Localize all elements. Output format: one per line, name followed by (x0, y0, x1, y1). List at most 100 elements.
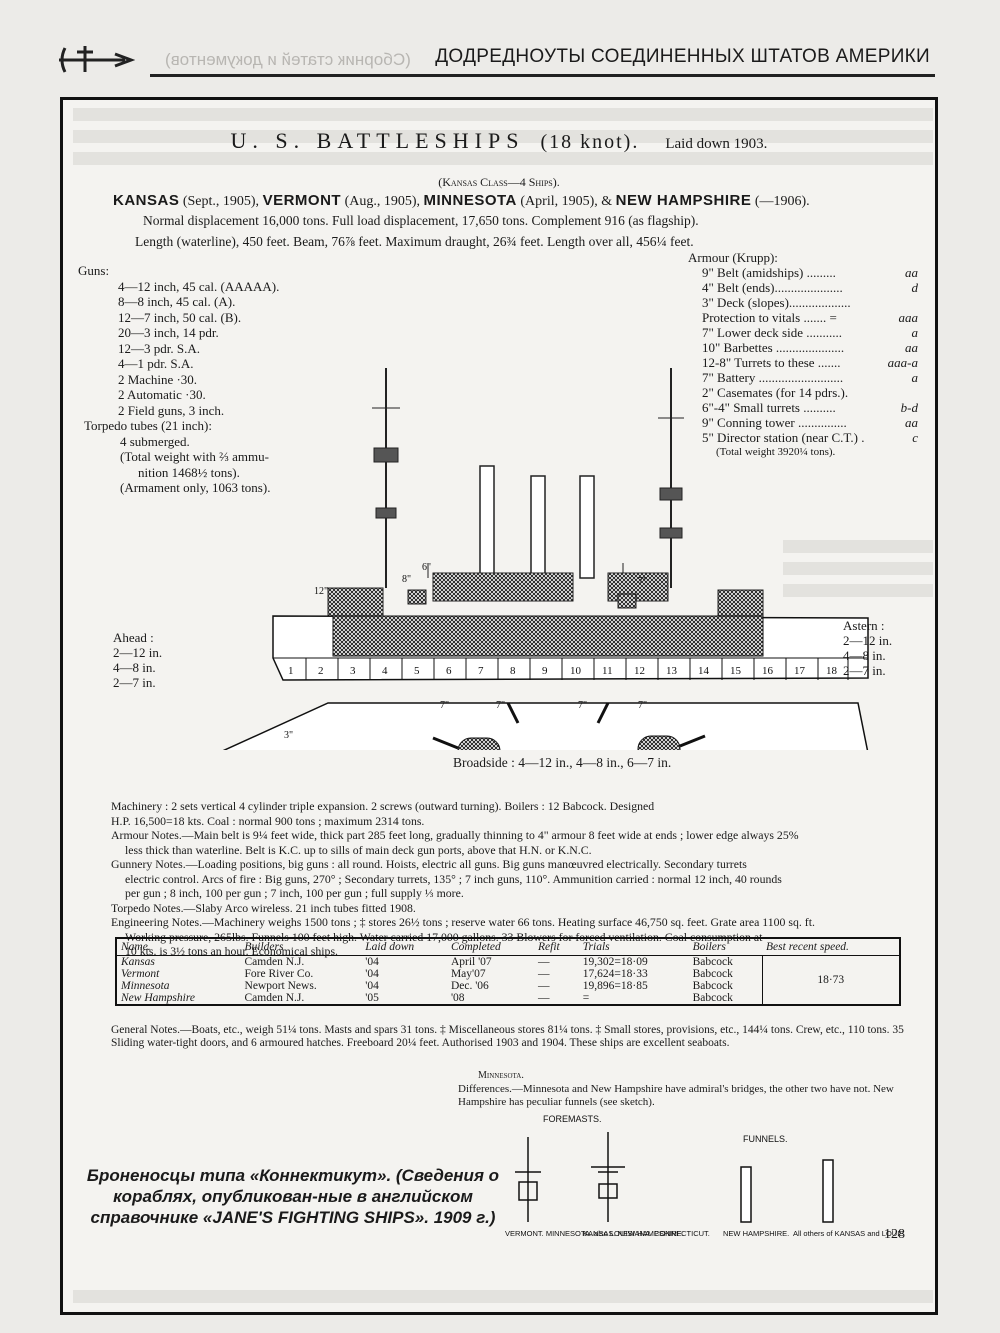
gun-barrels (432, 702, 706, 750)
torpedo-row: nition 1468½ tons). (138, 464, 240, 480)
compartment-number: 10 (570, 665, 582, 677)
gun-label: 7" (496, 700, 505, 711)
funnel-icon (479, 465, 495, 579)
table-header: Builders (240, 939, 362, 956)
torpedo-row: (Armament only, 1063 tons). (120, 480, 271, 495)
technical-notes: Machinery : 2 sets vertical 4 cylinder t… (111, 799, 911, 960)
figure-caption: Броненосцы типа «Коннектикут». (Сведения… (86, 1166, 500, 1227)
armour-belt (332, 615, 764, 657)
broadside-line: Broadside : 4—12 in., 4—8 in., 6—7 in. (453, 755, 672, 770)
gun-label: 6" (422, 562, 431, 573)
table-header: Completed (446, 939, 535, 956)
compartment-number: 12 (634, 665, 645, 677)
machinery-note: H.P. 16,500=18 kts. Coal : normal 900 to… (111, 813, 425, 828)
sketch-label: FOREMASTS. (543, 1114, 602, 1124)
compartment-number: 11 (602, 665, 613, 677)
table-header: Best recent speed. (762, 939, 899, 956)
sketch-caption: VERMONT. MINNESOTA. also LOUISIANA. CONN… (505, 1229, 710, 1238)
machinery-note: Machinery : 2 sets vertical 4 cylinder t… (111, 799, 655, 813)
ship-date: (Aug., 1905), (344, 194, 420, 209)
astern-heading: Astern : (843, 618, 885, 633)
compartment-number: 17 (794, 665, 806, 677)
compartment-numbers: 1 2 3 4 5 6 7 8 9 10 11 12 13 14 15 16 1… (288, 665, 838, 677)
gun-row: 2 Automatic ·30. (118, 387, 206, 402)
torpedo-row: 4 submerged. (120, 433, 190, 449)
funnel-icon (579, 475, 595, 579)
ahead-heading: Ahead : (113, 630, 154, 645)
ship-name: KANSAS (113, 192, 180, 209)
deck-plan-outline (222, 702, 869, 750)
foremasts-and-funnels-sketch: FOREMASTS. FUNNELS. VERMONT. MINNESOTA. … (505, 1114, 903, 1238)
funnel-icon (530, 475, 546, 579)
length-line: Length (waterline), 450 feet. Beam, 76⅞ … (135, 234, 694, 249)
ship-names-line: KANSAS (Sept., 1905), VERMONT (Aug., 190… (113, 192, 903, 210)
table-header: Refit (534, 939, 579, 956)
main-title: U. S. BATTLESHIPS (18 knot). Laid down 1… (63, 128, 935, 154)
armour-row: 3" Deck (slopes)................... (702, 295, 851, 310)
gun-label: 12" (314, 586, 328, 597)
foremast-icon (372, 368, 400, 588)
gun-row: 20—3 inch, 14 pdr. (118, 325, 219, 340)
gun-label: 7" (578, 700, 587, 711)
class-line: (Kansas Class—4 Ships). (438, 175, 560, 189)
compartment-number: 13 (666, 665, 678, 677)
page-number: 128 (884, 1227, 905, 1242)
gunnery-note: electric control. Arcs of fire : Big gun… (125, 871, 782, 886)
gun-row: 4—1 pdr. S.A. (118, 356, 194, 371)
title-main: U. S. BATTLESHIPS (230, 128, 525, 153)
armour-row: 7" Battery ..........................a (702, 370, 918, 385)
ahead-fire: Ahead : 2—12 in. 4—8 in. 2—7 in. (113, 630, 162, 690)
header-rule (150, 74, 935, 77)
gun-label: 7" (638, 576, 647, 587)
armour-row: 7" Lower deck side ...........a (702, 325, 918, 340)
guns-block: Guns: 4—12 inch, 45 cal. (AAAAA). 8—8 in… (78, 263, 338, 496)
astern-row: 2—7 in. (843, 663, 886, 678)
table-header: Laid down (361, 939, 447, 956)
gunnery-note: Gunnery Notes.—Loading positions, big gu… (111, 857, 747, 871)
compartment-number: 1 (288, 665, 294, 677)
guns-heading: Guns: (78, 263, 110, 278)
armour-note: less thick than waterline. Belt is K.C. … (125, 842, 592, 857)
compartment-number: 3 (350, 665, 356, 677)
gun-row: 12—7 inch, 50 cal. (B). (118, 309, 242, 325)
armour-block: Armour (Krupp): 9" Belt (amidships) ....… (688, 250, 918, 460)
gun-label: 8" (402, 574, 411, 585)
differences-note: Differences.—Minnesota and New Hampshire… (458, 1083, 894, 1108)
ship-name: NEW HAMPSHIRE (615, 192, 752, 209)
gun-row: 2 Field guns, 3 inch. (118, 402, 225, 418)
gun-label: 7" (638, 700, 647, 711)
armour-row: 5" Director station (near C.T.) .c (702, 430, 918, 445)
sketch-label: FUNNELS. (743, 1134, 788, 1144)
foremast-sketch-icon (515, 1132, 625, 1222)
compartment-number: 14 (698, 665, 710, 677)
compartment-number: 8 (510, 665, 516, 677)
ship-date: (—1906). (754, 194, 810, 209)
astern-fire: Astern : 2—12 in. 4—8 in. 2—7 in. (843, 618, 892, 678)
astern-row: 2—12 in. (843, 633, 893, 648)
table-header: Name. (117, 939, 241, 956)
compartment-number: 4 (382, 665, 388, 677)
gun-row: 2 Machine ·30. (118, 371, 198, 387)
gun-label: 7" (440, 700, 449, 711)
armour-row: 2" Casemates (for 14 pdrs.). (702, 385, 849, 400)
compartment-number: 7 (478, 665, 484, 677)
armour-row: 4" Belt (ends).....................d (702, 280, 918, 295)
sketch-caption: KANSAS. NEW HAMPSHIRE. (583, 1229, 684, 1238)
armour-row: 9" Belt (amidships) .........aa (702, 265, 918, 280)
page-header-title: ДОДРЕДНОУТЫ СОЕДИНЕННЫХ ШТАТОВ АМЕРИКИ (435, 46, 930, 67)
general-notes: General Notes.—Boats, etc., weigh 51¼ to… (111, 1024, 904, 1049)
astern-row: 4—8 in. (843, 648, 886, 663)
funnel-sketch-icon (740, 1159, 834, 1223)
sketch-caption: NEW HAMPSHIRE. (723, 1229, 789, 1238)
engineering-note: Engineering Notes.—Machinery weighs 1500… (111, 915, 815, 929)
ahead-row: 4—8 in. (113, 660, 156, 675)
compartment-number: 6 (446, 665, 452, 677)
armour-heading: Armour (Krupp): (688, 250, 778, 265)
armour-row: 10" Barbettes .....................aa (702, 340, 918, 355)
displacement-line: Normal displacement 16,000 tons. Full lo… (143, 213, 699, 228)
armour-row: 6"-4" Small turrets ..........b-d (702, 400, 918, 415)
ship-name: VERMONT (262, 192, 342, 209)
